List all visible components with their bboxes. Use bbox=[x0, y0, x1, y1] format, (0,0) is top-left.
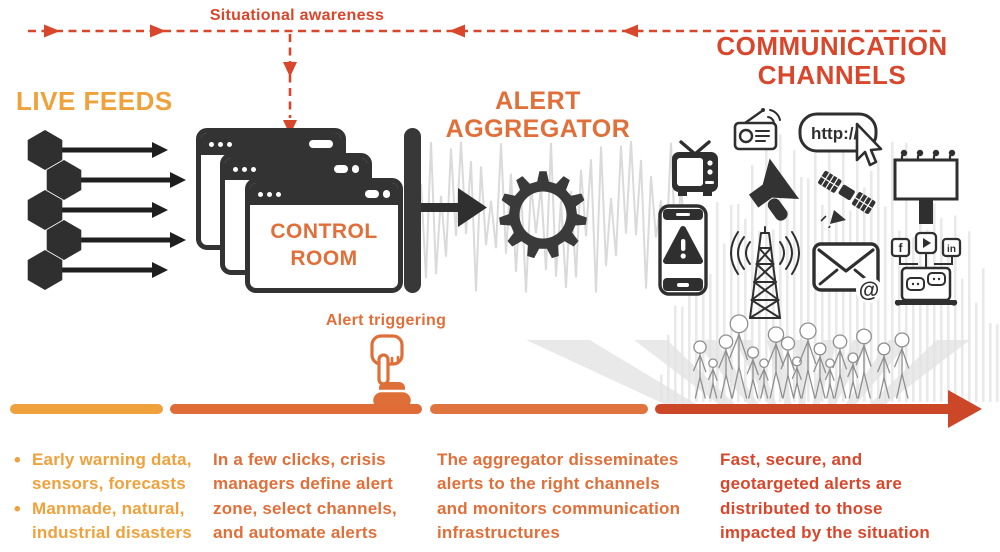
bullet-item: Early warning data, sensors, forecasts bbox=[14, 447, 192, 497]
column-aggregator: The aggregator disseminates alerts to th… bbox=[437, 450, 681, 542]
timeline-arrowhead bbox=[948, 390, 982, 428]
radio-tower-icon bbox=[730, 226, 800, 319]
live-feeds-title: LIVE FEEDS bbox=[16, 86, 173, 116]
flow-divider-bar bbox=[404, 128, 421, 293]
column-channels: Fast, secure, and geotargeted alerts are… bbox=[720, 450, 930, 542]
timeline-segment-channels bbox=[655, 404, 952, 414]
hexagon-feed-icons bbox=[27, 130, 186, 290]
megaphone-icon bbox=[748, 158, 800, 221]
flow-arrow bbox=[421, 188, 487, 227]
column-live-feeds: Early warning data, sensors, forecasts M… bbox=[14, 447, 192, 546]
tv-icon bbox=[672, 140, 718, 196]
email-at-glyph: @ bbox=[859, 279, 879, 302]
social-media-icon: f in bbox=[890, 231, 962, 306]
timeline-segment-control-room bbox=[170, 404, 422, 414]
alert-triggering-label: Alert triggering bbox=[325, 312, 447, 329]
gear-icon bbox=[499, 171, 587, 259]
alert-aggregator-title: ALERT AGGREGATOR bbox=[445, 87, 631, 143]
communication-channels-title: COMMUNICATION CHANNELS bbox=[716, 31, 948, 91]
facebook-glyph: f bbox=[899, 241, 904, 255]
linkedin-glyph: in bbox=[947, 244, 956, 255]
email-icon: @ bbox=[812, 242, 882, 303]
web-icon: http:// bbox=[798, 112, 883, 167]
satellite-icon bbox=[818, 170, 876, 228]
radio-icon bbox=[733, 108, 781, 151]
column-control-room: In a few clicks, crisis managers define … bbox=[213, 450, 397, 542]
live-feeds-bullet-list: Early warning data, sensors, forecasts M… bbox=[14, 447, 192, 546]
phone-alert-icon bbox=[658, 204, 708, 296]
situational-awareness-label: Situational awareness bbox=[209, 7, 385, 24]
timeline-segment-live-feeds bbox=[10, 404, 163, 414]
bullet-item: Manmade, natural, industrial disasters bbox=[14, 496, 192, 546]
control-room-label: CONTROL ROOM bbox=[270, 219, 378, 270]
timeline-segment-aggregator bbox=[430, 404, 648, 414]
situational-awareness-flow-arrows bbox=[28, 24, 945, 135]
billboard-icon bbox=[893, 149, 959, 224]
web-url-text: http:// bbox=[811, 124, 858, 143]
control-room-window-front: CONTROL ROOM bbox=[245, 178, 403, 293]
